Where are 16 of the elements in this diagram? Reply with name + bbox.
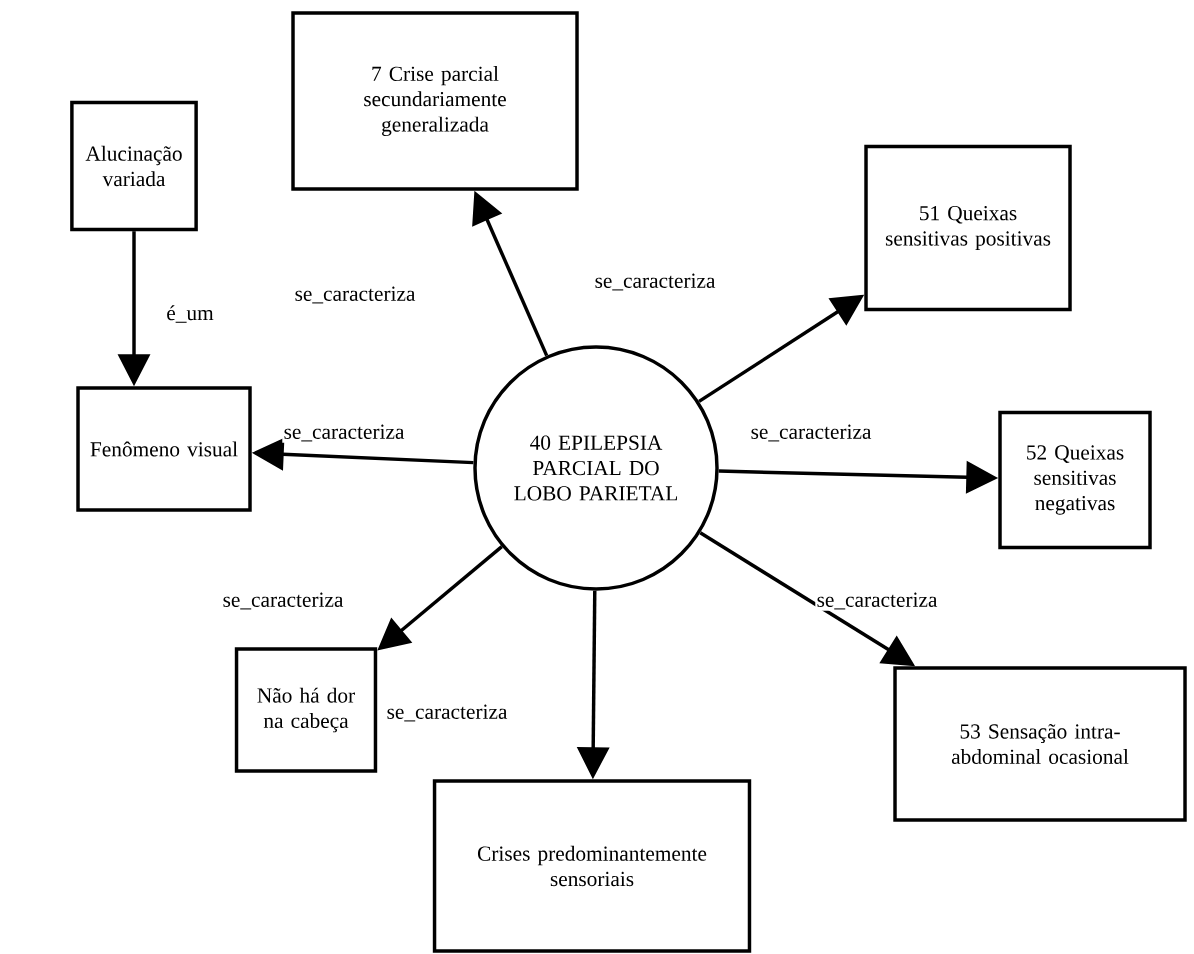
edge-label: é_um [165,303,216,325]
concept-box: 52 Queixas sensitivas negativas [998,410,1152,550]
concept-box: Não há dor na cabeça [234,647,378,773]
concept-box: 7 Crise parcial secundariamente generalizada [291,11,579,191]
concept-box: Alucinação variada [70,100,198,232]
relation-label: se_caracteriza [295,286,416,304]
edge-label: se_caracteriza [282,423,406,443]
edge-label: se_caracteriza [815,591,939,611]
edge-label: se_caracteriza [749,423,873,443]
concept-box: 51 Queixas sensitivas positivas [864,144,1072,312]
concept-box: Crises predominantemente sensoriais [432,779,752,953]
concept-box: 53 Sensação intra-abdominal ocasional [893,666,1187,822]
edge-label: se_caracteriza [385,703,509,723]
concept-box: Fenômeno visual [76,386,252,512]
edge-label: se_caracteriza [593,272,717,292]
edge-label: se_caracteriza [221,591,345,611]
